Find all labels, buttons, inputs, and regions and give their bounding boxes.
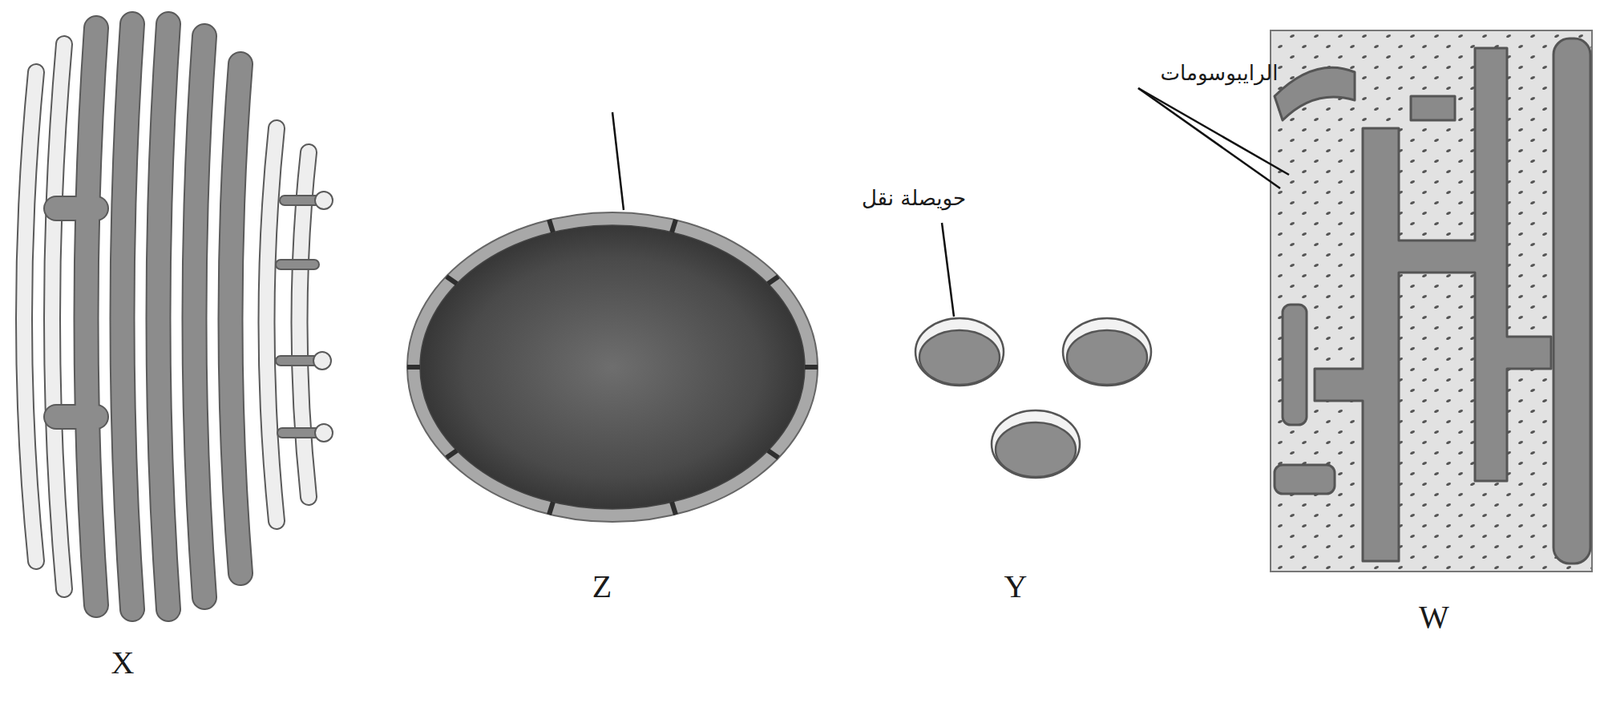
figure-letter: Y [1004,568,1028,606]
nucleus [407,112,818,522]
leader-line [1138,88,1289,175]
figure-letter: W [1418,598,1450,636]
part-label: حويصلة نقل [861,186,966,211]
rough-er [1138,30,1592,572]
transport-vesicles [915,222,1152,478]
golgi-apparatus [24,24,333,610]
part-label: الرايبوسومات [1160,61,1279,86]
leader-line [612,112,624,211]
leader-line [941,222,954,317]
leader-line [1138,88,1281,189]
figure-letter: Z [592,568,612,606]
figure-letter: X [111,644,135,682]
